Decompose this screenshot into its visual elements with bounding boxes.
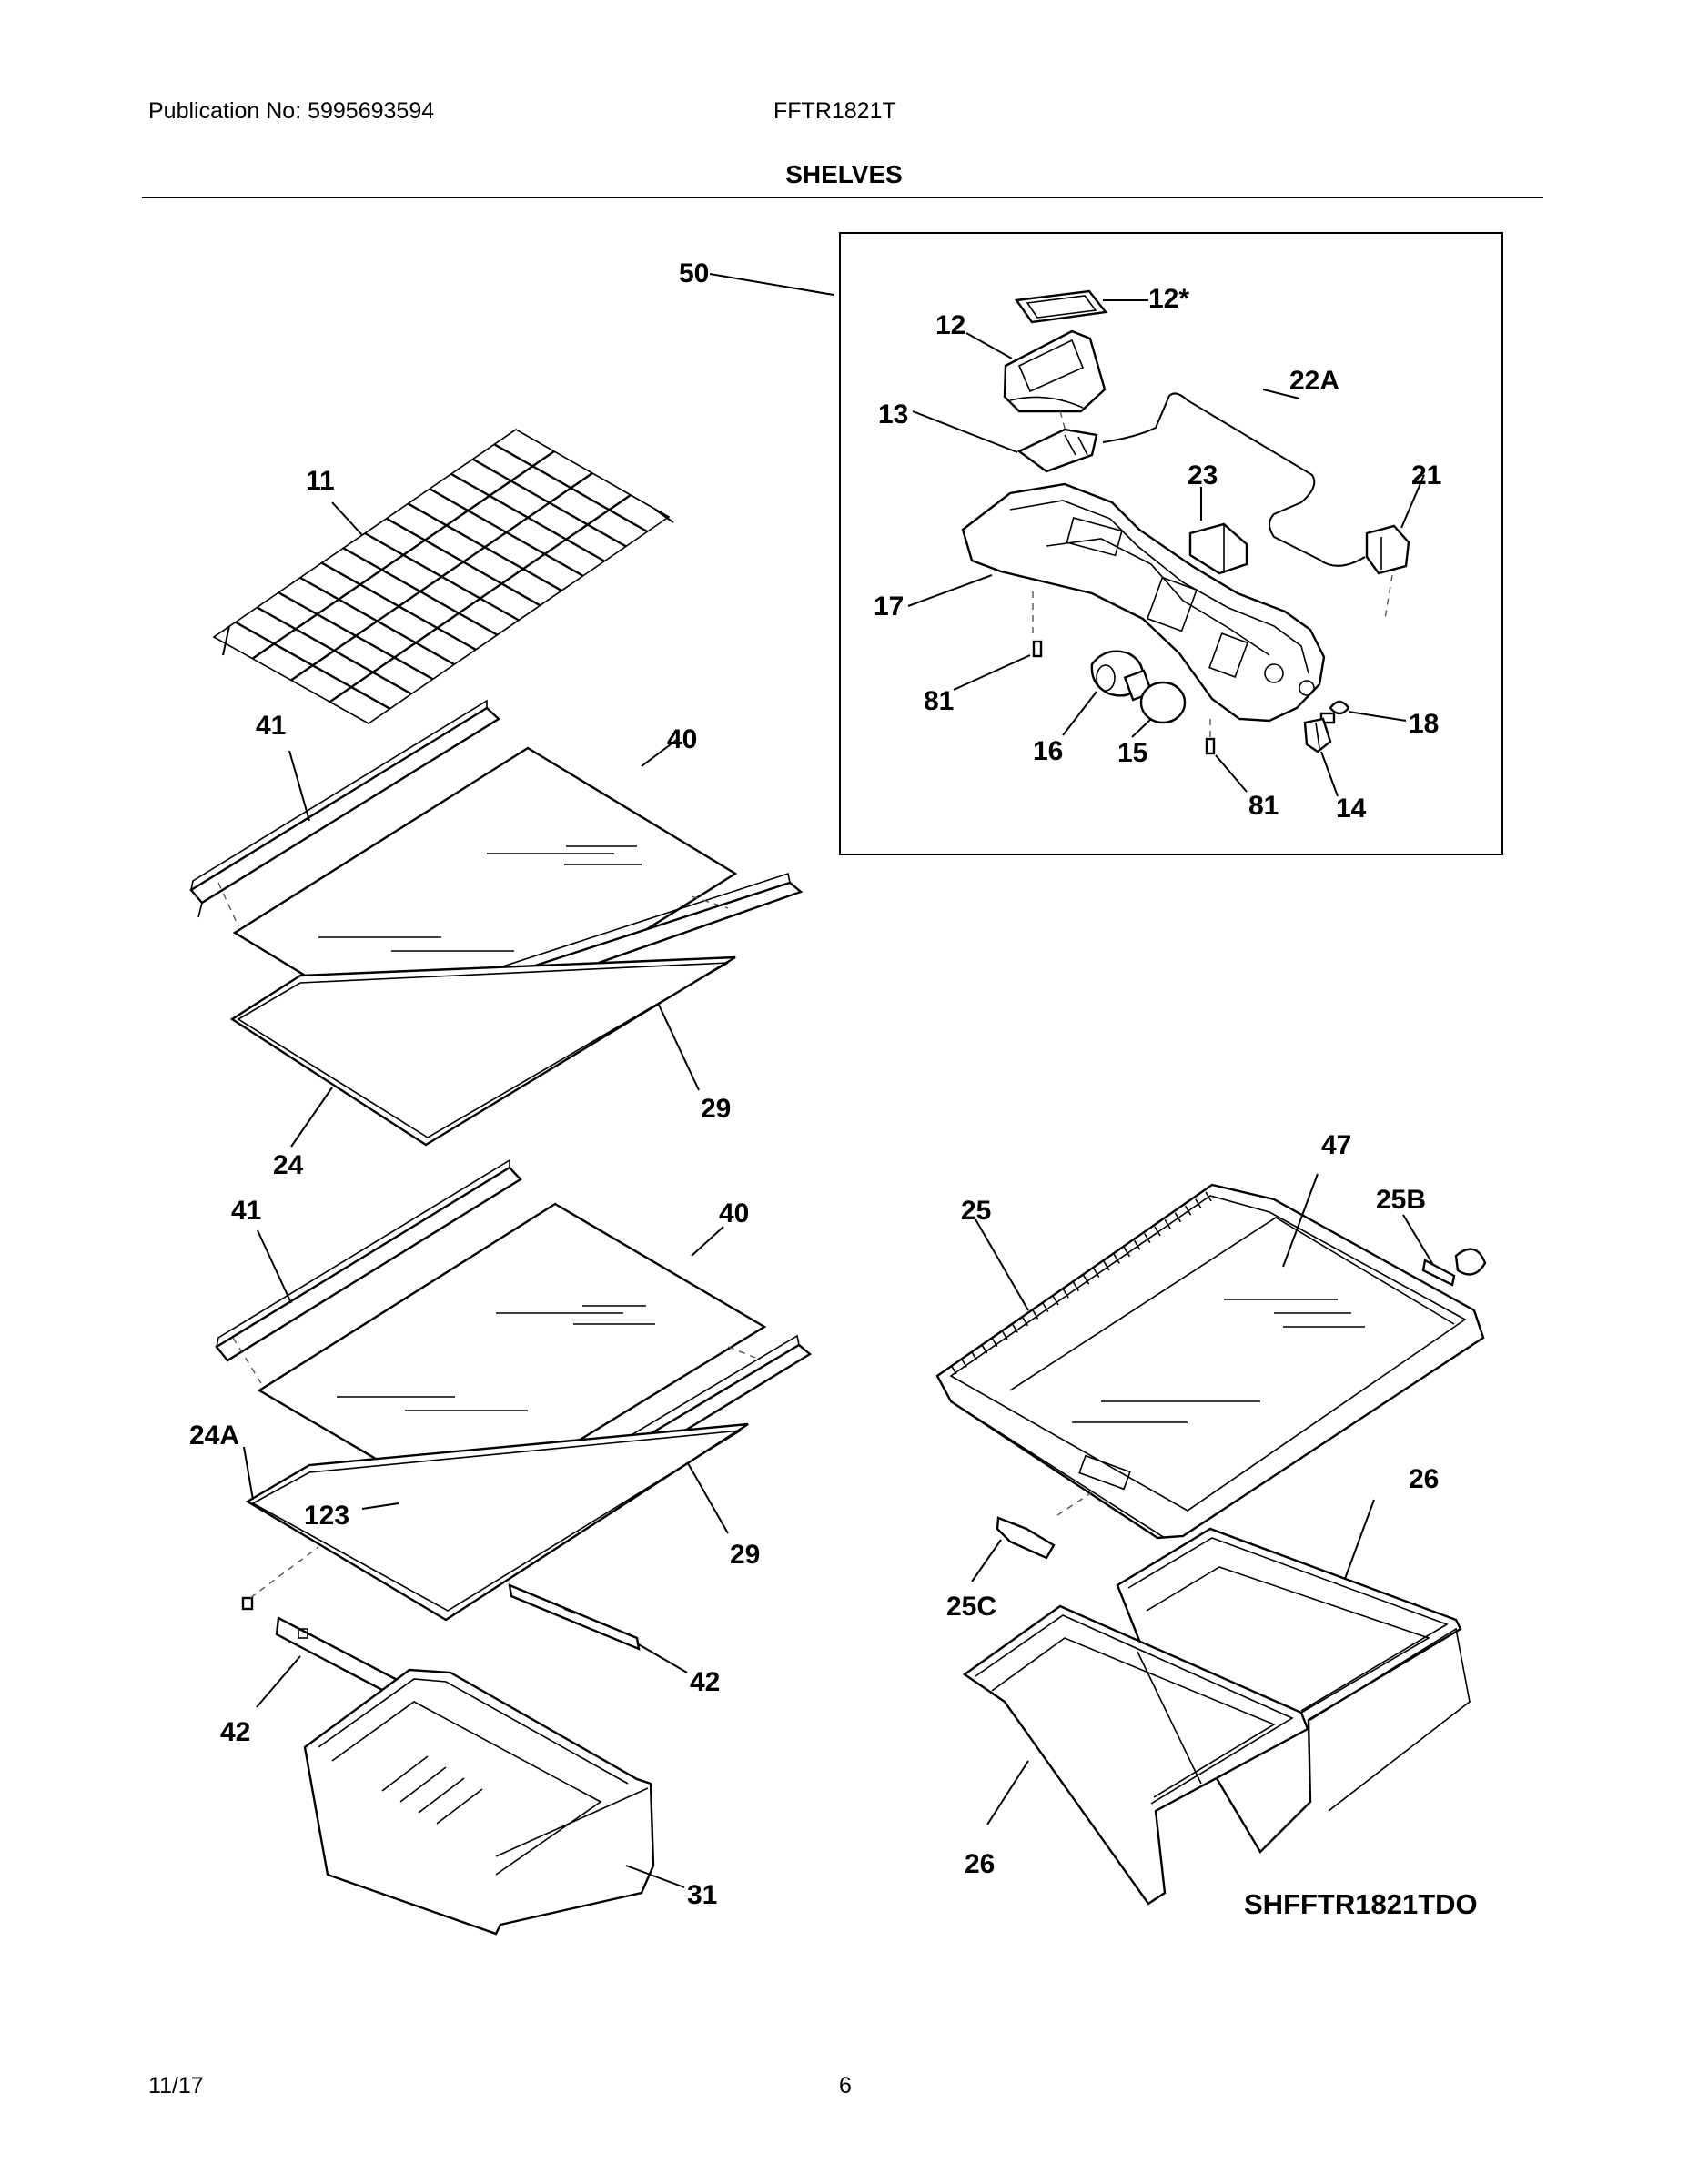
- screw-81-a: [1032, 640, 1043, 658]
- label-17: 17: [874, 592, 904, 622]
- light-housing-inset: [709, 232, 1503, 855]
- label-15: 15: [1117, 738, 1147, 768]
- diagram-code: SHFFTR1821TDO: [1244, 1888, 1478, 1920]
- crisper-cover-25: [935, 1183, 1485, 1540]
- screw-123: [241, 1596, 254, 1611]
- shelf-trim-41-a: [189, 699, 500, 918]
- label-24: 24: [273, 1150, 304, 1180]
- label-42-b: 42: [220, 1717, 250, 1747]
- label-41-a: 41: [256, 711, 286, 741]
- label-24A: 24A: [189, 1421, 239, 1451]
- bulb-15: [1123, 669, 1187, 724]
- label-41-b: 41: [231, 1196, 261, 1226]
- crisper-drawer-31: [303, 1668, 655, 1936]
- shelf-trim-41-b: [215, 1158, 522, 1362]
- cover-12: [1003, 329, 1107, 413]
- label-47: 47: [1321, 1130, 1351, 1160]
- bracket-25C: [996, 1516, 1056, 1560]
- label-81-a: 81: [924, 686, 954, 716]
- label-26-a: 26: [1409, 1464, 1439, 1494]
- label-40-a: 40: [667, 724, 697, 754]
- label-11: 11: [306, 466, 335, 496]
- wire-shelf-11: [212, 429, 674, 724]
- label-13: 13: [878, 399, 908, 430]
- bracket-13: [1016, 428, 1098, 473]
- label-23: 23: [1188, 460, 1218, 490]
- bracket-25B: [1421, 1248, 1487, 1287]
- footer-date: 11/17: [148, 2073, 204, 2098]
- label-18: 18: [1409, 709, 1439, 739]
- section-title: SHELVES: [785, 160, 903, 188]
- header-rule: [142, 197, 1543, 198]
- label-123: 123: [304, 1501, 349, 1531]
- shelf-frame-24: [229, 956, 736, 1147]
- label-22A: 22A: [1289, 366, 1339, 396]
- label-25B: 25B: [1376, 1185, 1426, 1215]
- wire-harness-22A: [1102, 392, 1366, 567]
- label-31: 31: [687, 1880, 717, 1910]
- connector-21: [1365, 524, 1410, 575]
- label-14: 14: [1336, 794, 1367, 824]
- label-40-b: 40: [719, 1198, 749, 1228]
- switch-23: [1188, 522, 1248, 575]
- clip-18: [1319, 700, 1350, 724]
- label-26-b: 26: [965, 1849, 995, 1879]
- part-labels: 50 12* 12 22A 13 23 21 17 81 18 16 15 81…: [189, 258, 1478, 1920]
- clip-14: [1303, 717, 1332, 753]
- model-number: FFTR1821T: [773, 98, 896, 124]
- publication-number: Publication No: 5995693594: [148, 98, 435, 124]
- screw-81-b: [1205, 737, 1216, 755]
- label-29-a: 29: [701, 1094, 731, 1124]
- rail-42-a: [508, 1583, 641, 1651]
- label-29-b: 29: [730, 1540, 760, 1570]
- label-81-b: 81: [1248, 791, 1279, 821]
- label-12-star: 12*: [1148, 284, 1189, 314]
- label-25C: 25C: [946, 1592, 996, 1622]
- shelf-frame-24A: [245, 1422, 749, 1622]
- crisper-pan-26-b: [962, 1604, 1309, 1906]
- label-25: 25: [961, 1196, 991, 1226]
- label-16: 16: [1033, 736, 1063, 766]
- label-21: 21: [1411, 460, 1441, 490]
- label-50: 50: [679, 258, 709, 288]
- light-housing-17: [961, 482, 1326, 723]
- filter-12-star: [1014, 289, 1108, 324]
- page-number: 6: [839, 2073, 852, 2098]
- label-12: 12: [935, 310, 965, 340]
- label-42-a: 42: [690, 1667, 720, 1697]
